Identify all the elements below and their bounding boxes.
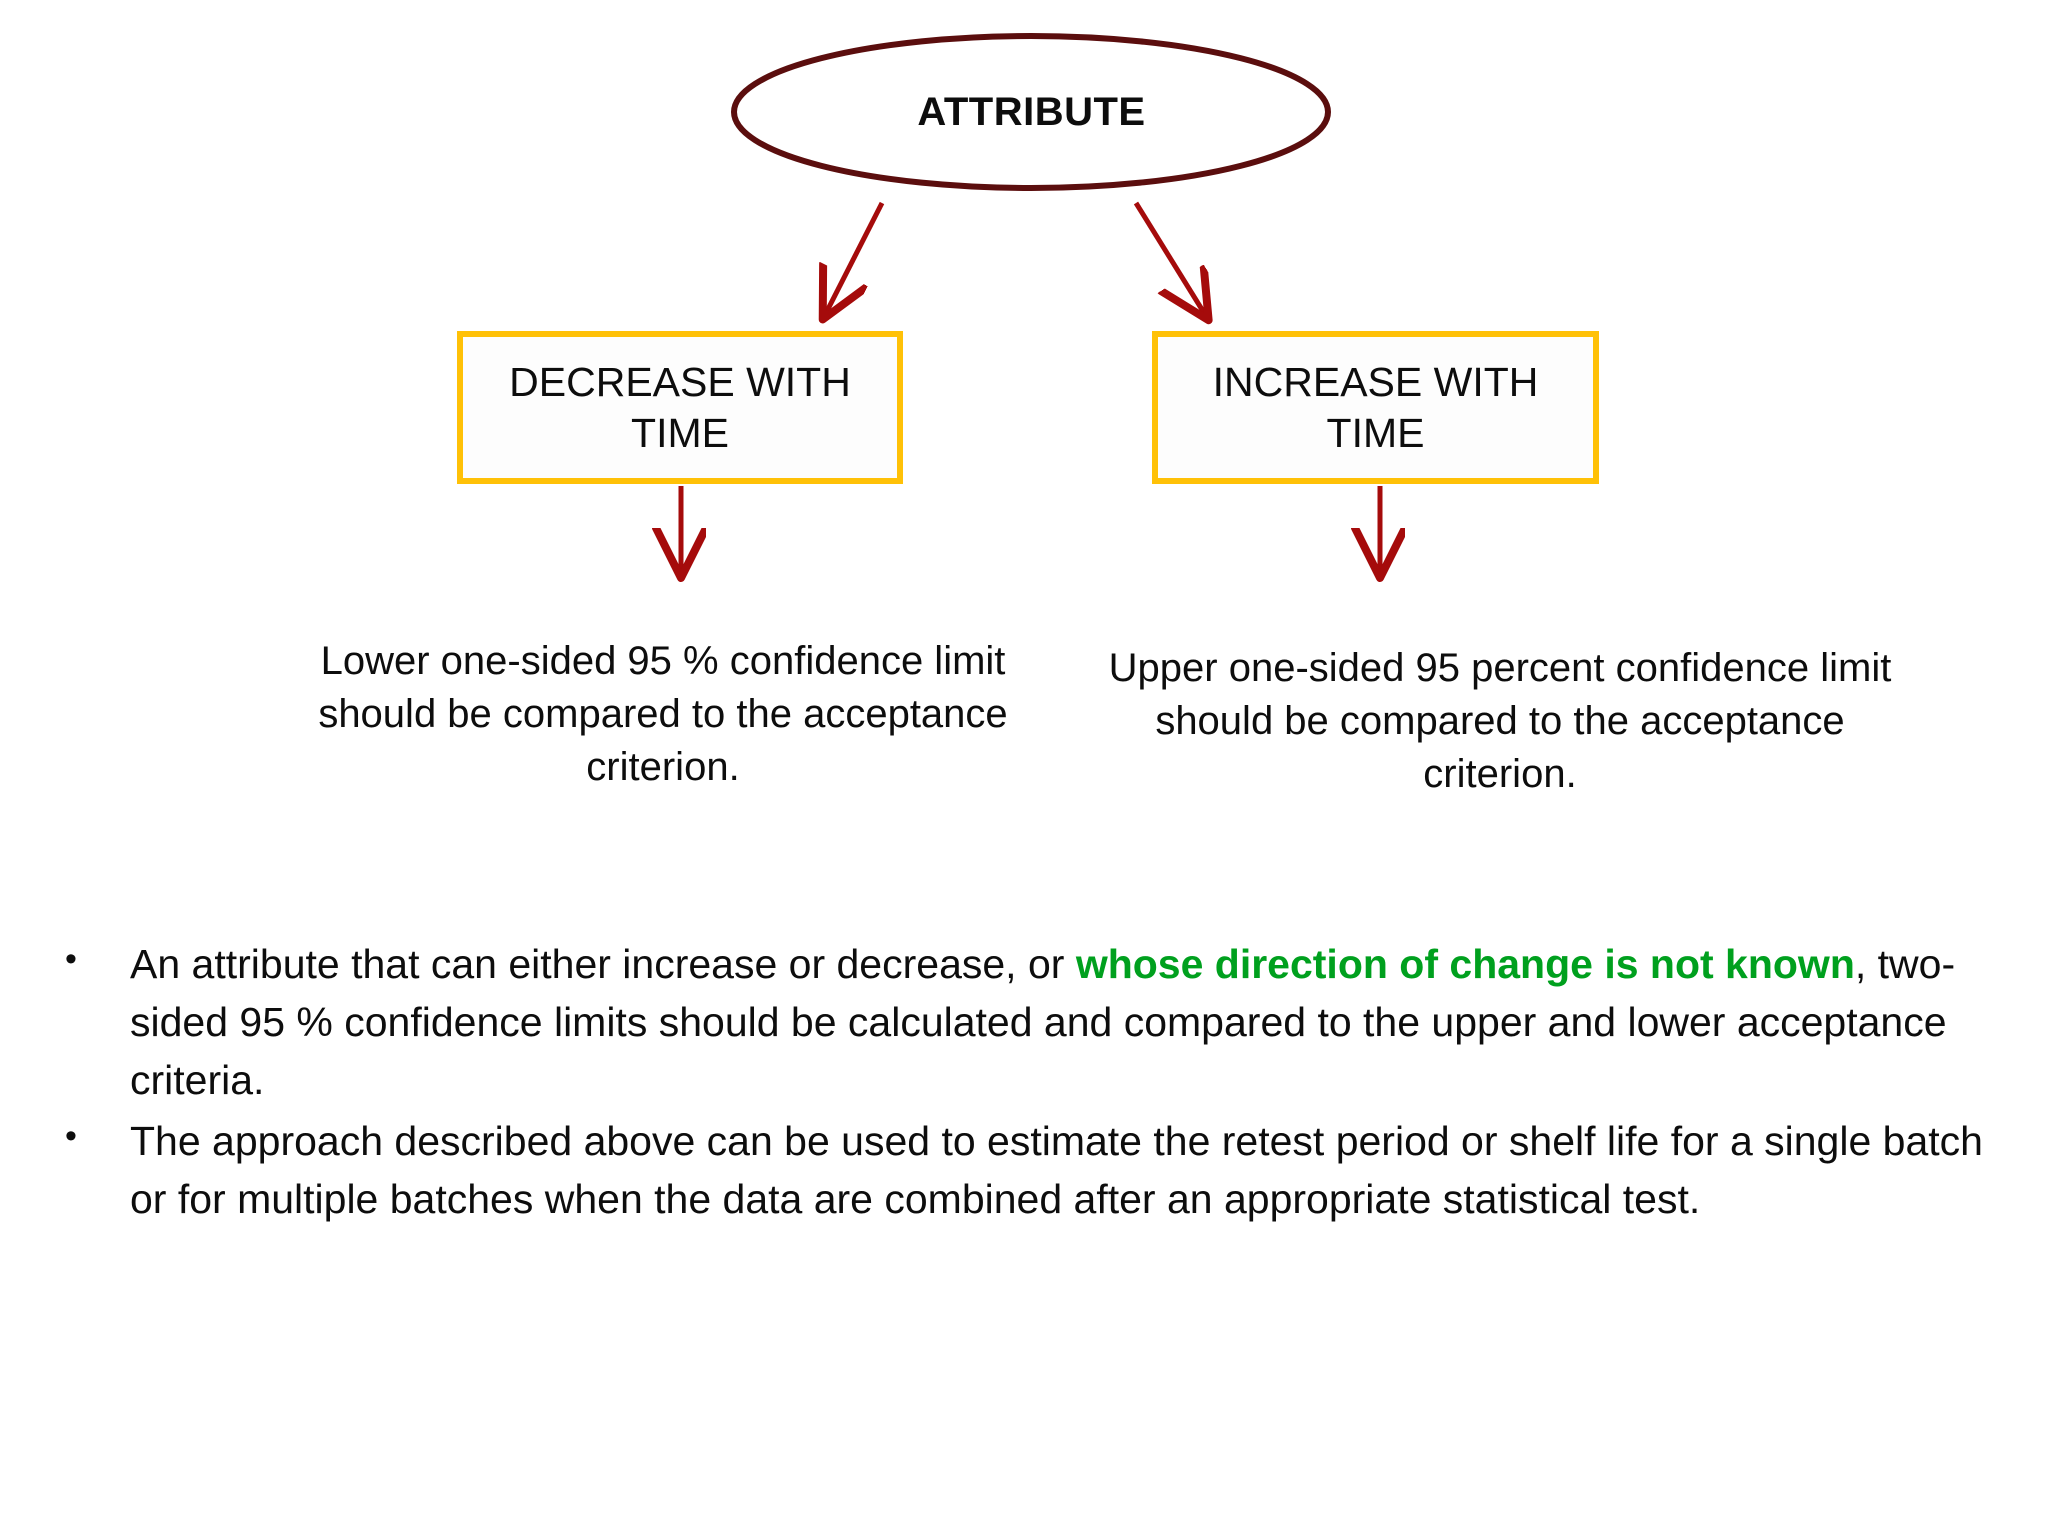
list-item: • An attribute that can either increase …	[50, 935, 2020, 1110]
upper-limit-caption: Upper one-sided 95 percent confidence li…	[1108, 646, 1892, 796]
plain-phrase: , two-sided 95 % confidence limits shoul…	[130, 941, 1956, 1104]
highlighted-phrase: whose direction of change is not known	[1075, 941, 1855, 987]
arrow-root-to-decrease	[825, 201, 885, 315]
plain-phrase: An attribute that can either increase or…	[130, 941, 1076, 987]
increase-with-time-box: INCREASE WITH TIME	[1152, 331, 1599, 484]
bullet-text: An attribute that can either increase or…	[130, 941, 1955, 1103]
increase-with-time-label: INCREASE WITH TIME	[1212, 359, 1539, 456]
attribute-label: ATTRIBUTE	[917, 89, 1146, 134]
bullet-marker-icon: •	[65, 1116, 77, 1155]
arrow-root-to-increase	[1133, 201, 1206, 316]
plain-phrase: The approach described above can be used…	[130, 1117, 1983, 1222]
decrease-with-time-label: DECREASE WITH TIME	[509, 359, 851, 456]
bullet-text: The approach described above can be used…	[130, 1118, 1983, 1222]
attribute-node: ATTRIBUTE	[733, 36, 1330, 188]
list-item: • The approach described above can be us…	[50, 1112, 2020, 1228]
bullet-list: • An attribute that can either increase …	[50, 935, 2020, 1230]
lower-limit-caption: Lower one-sided 95 % confidence limit sh…	[318, 639, 1008, 789]
bullet-marker-icon: •	[65, 940, 77, 978]
decrease-with-time-box: DECREASE WITH TIME	[457, 331, 903, 484]
